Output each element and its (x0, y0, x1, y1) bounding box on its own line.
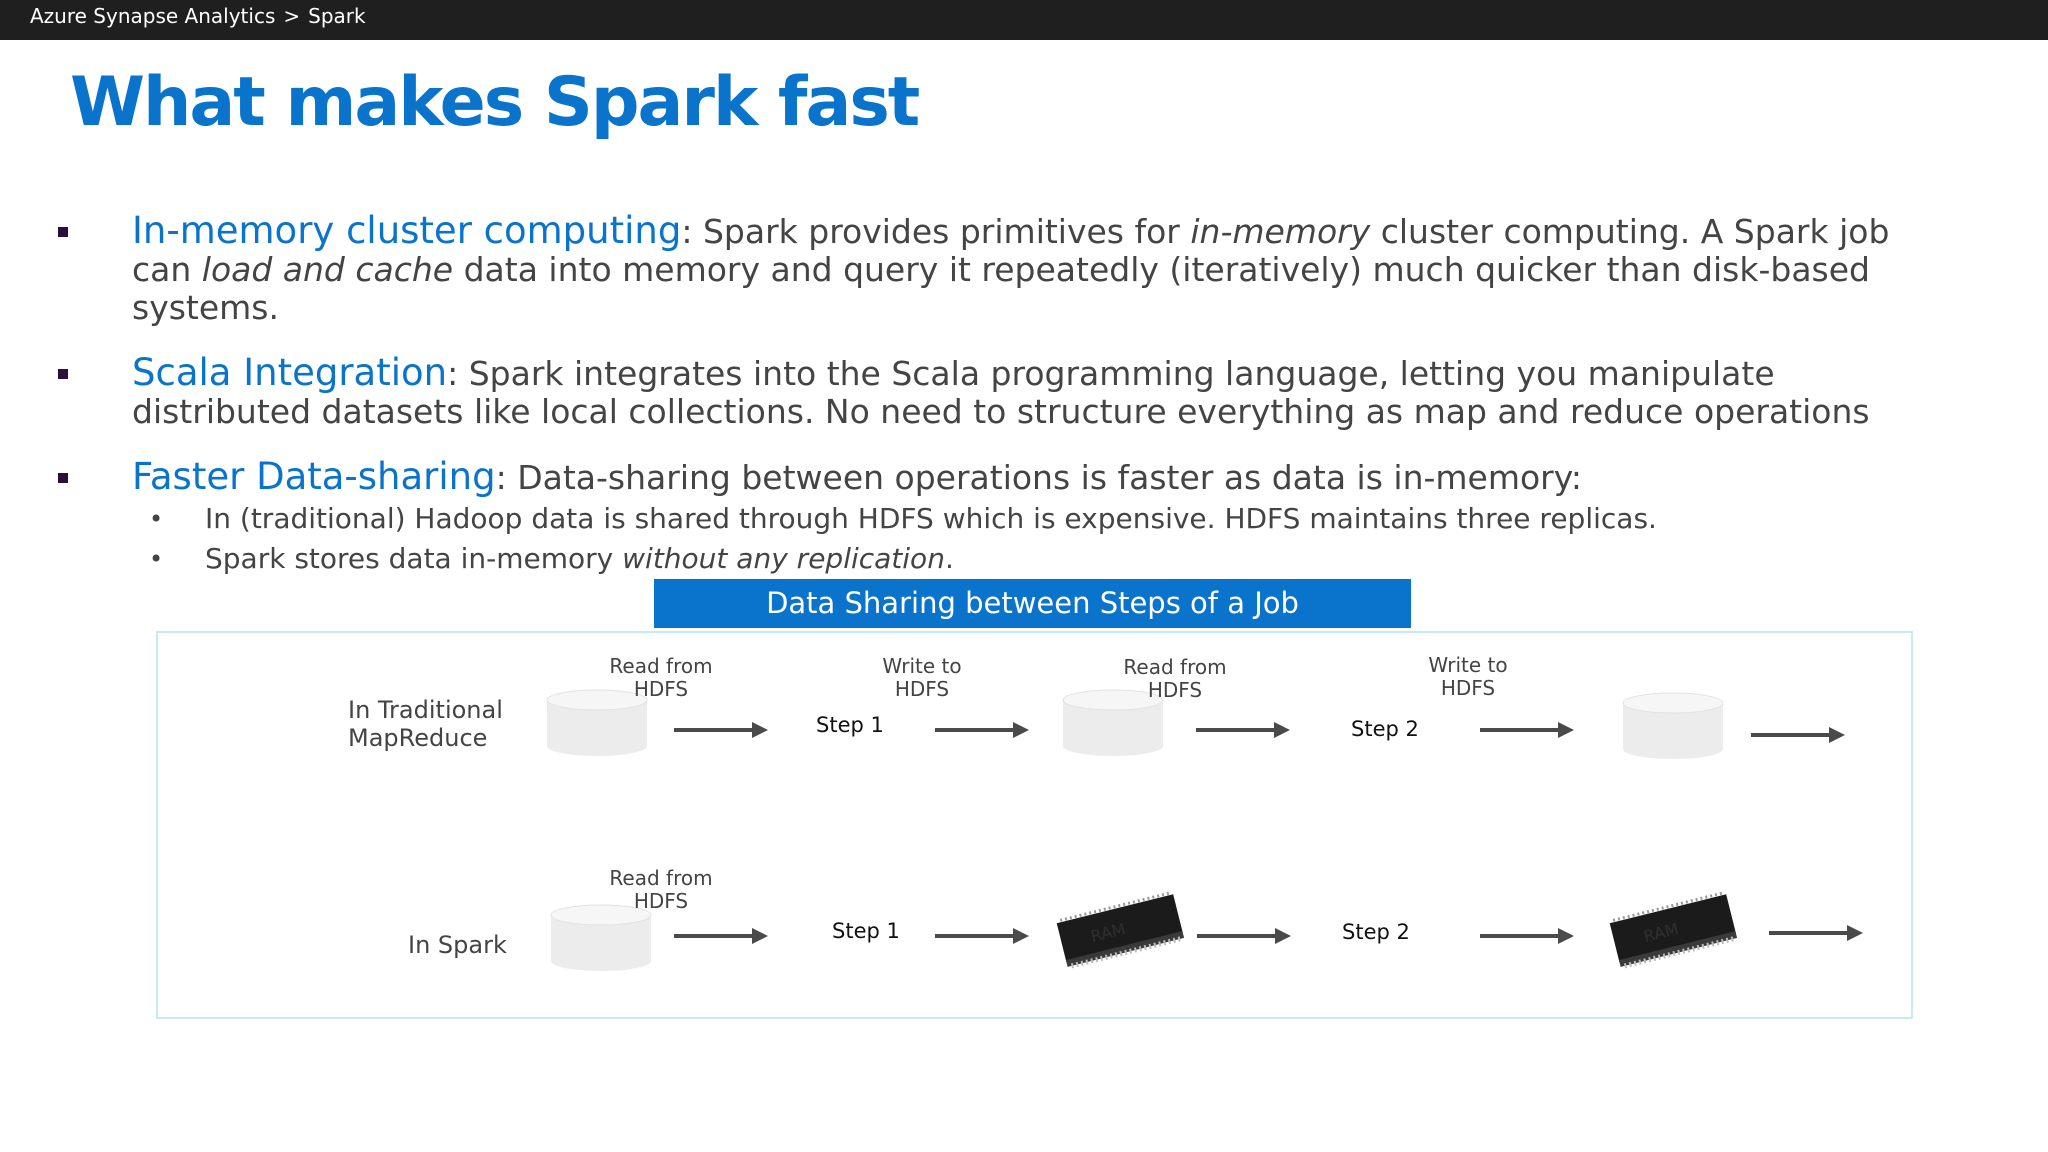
label-line: HDFS (633, 889, 689, 913)
sub-bullet-emphasis: without any replication (622, 542, 945, 575)
bullet-text: cluster computing. A Spark job can (132, 212, 1890, 289)
label-line: HDFS (1440, 676, 1496, 700)
breadcrumb-current[interactable]: Spark (308, 4, 366, 28)
ram-chip-icon: RAM (1056, 891, 1185, 969)
write-to-hdfs-label: Write to HDFS (852, 655, 992, 701)
bullet-text: Spark integrates into the Scala programm… (132, 354, 1870, 431)
step-2-label: Step 2 (1342, 920, 1410, 944)
label-line: Read from (609, 654, 713, 678)
write-to-hdfs-label: Write to HDFS (1398, 654, 1538, 700)
breadcrumb: Azure Synapse Analytics > Spark (30, 0, 366, 32)
label-line: Read from (1123, 655, 1227, 679)
label-line: HDFS (1147, 678, 1203, 702)
right-arrow-icon (674, 722, 768, 738)
bullet-text: Data-sharing between operations is faste… (517, 458, 1583, 497)
right-arrow-icon (1480, 722, 1574, 738)
data-sharing-diagram: In Traditional MapReduce Read from HDFS … (156, 631, 1913, 1019)
bullet-term: Faster Data-sharing (132, 455, 496, 498)
hdfs-disk-cylinder-icon (546, 689, 648, 756)
right-arrow-icon (1197, 928, 1291, 944)
label-line: HDFS (894, 677, 950, 701)
right-arrow-icon (674, 928, 768, 944)
bullet-term: Scala Integration (132, 351, 448, 394)
step-2-label: Step 2 (1351, 717, 1419, 741)
row-label-traditional: In Traditional MapReduce (348, 696, 503, 752)
bullet-separator: : (495, 458, 518, 497)
label-line: Write to (1428, 653, 1508, 677)
sub-bullet-text: In (traditional) Hadoop data is shared t… (205, 502, 1657, 535)
round-bullet-icon: • (149, 545, 164, 573)
round-bullet-icon: • (149, 505, 164, 533)
bullet-in-memory: In-memory cluster computing: Spark provi… (58, 212, 1958, 327)
row-label-line: MapReduce (348, 724, 488, 752)
sub-bullet-text: Spark stores data in-memory (205, 542, 623, 575)
right-arrow-icon (1196, 722, 1290, 738)
breadcrumb-root[interactable]: Azure Synapse Analytics (30, 4, 276, 28)
label-line: HDFS (633, 677, 689, 701)
right-arrow-icon (1480, 928, 1574, 944)
read-from-hdfs-label: Read from HDFS (591, 867, 731, 913)
label-line: Read from (609, 866, 713, 890)
ram-chip-icon: RAM (1609, 891, 1738, 969)
top-bar: Azure Synapse Analytics > Spark (0, 0, 2048, 40)
bullet-list: In-memory cluster computing: Spark provi… (58, 212, 1958, 581)
sub-bullet-text: . (944, 542, 954, 575)
step-1-label: Step 1 (816, 713, 884, 737)
sub-bullet-spark: • Spark stores data in-memory without an… (58, 537, 1958, 581)
right-arrow-icon (1769, 925, 1863, 941)
right-arrow-icon (935, 928, 1029, 944)
bullet-emphasis: load and cache (201, 250, 454, 289)
square-bullet-icon (58, 227, 68, 237)
hdfs-disk-cylinder-icon (1622, 692, 1724, 759)
row-label-line: In Traditional (348, 696, 503, 724)
step-1-label: Step 1 (832, 919, 900, 943)
bullet-text: Spark provides primitives for (702, 212, 1191, 251)
bullet-emphasis: in-memory (1190, 212, 1371, 251)
read-from-hdfs-label: Read from HDFS (1105, 656, 1245, 702)
bullet-scala: Scala Integration: Spark integrates into… (58, 354, 1958, 431)
right-arrow-icon (1751, 727, 1845, 743)
bullet-term: In-memory cluster computing (132, 209, 682, 252)
right-arrow-icon (935, 722, 1029, 738)
breadcrumb-separator: > (283, 4, 301, 28)
square-bullet-icon (58, 369, 68, 379)
bullet-separator: : (447, 354, 469, 393)
label-line: Write to (882, 654, 962, 678)
square-bullet-icon (58, 473, 68, 483)
read-from-hdfs-label: Read from HDFS (591, 655, 731, 701)
bullet-separator: : (681, 212, 703, 251)
bullet-data-sharing: Faster Data-sharing: Data-sharing betwee… (58, 458, 1958, 497)
sub-bullet-hadoop: • In (traditional) Hadoop data is shared… (58, 497, 1958, 541)
row-label-spark: In Spark (408, 931, 507, 959)
hdfs-disk-cylinder-icon (1062, 689, 1164, 756)
bullet-text: data into memory and query it repeatedly… (132, 250, 1870, 327)
diagram-banner: Data Sharing between Steps of a Job (654, 579, 1411, 628)
hdfs-disk-cylinder-icon (550, 904, 652, 971)
slide-title: What makes Spark fast (70, 63, 920, 142)
